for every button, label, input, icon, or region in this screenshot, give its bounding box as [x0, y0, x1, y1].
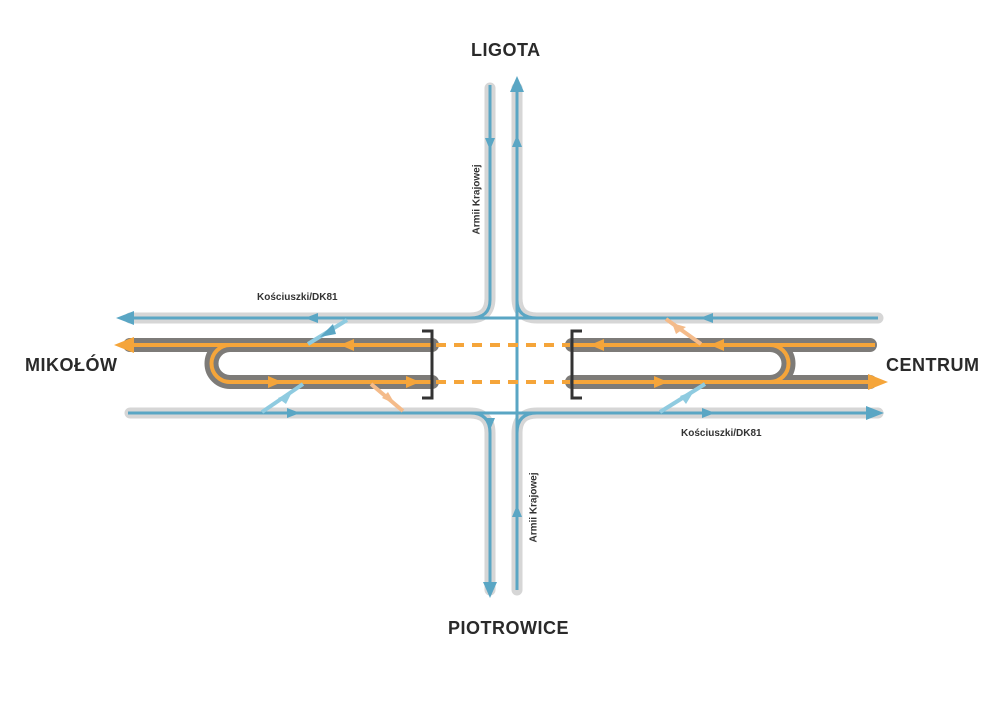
surface-roads: [128, 80, 878, 590]
tunnel-arrowheads: [114, 337, 888, 390]
arrow-south-end: [483, 582, 497, 598]
tunnel-portal-left: [422, 329, 434, 400]
arrow-east-end: [866, 406, 884, 420]
tunnel-uturn-left: [209, 343, 432, 384]
street-label-vertical-top: Armii Krajowej: [471, 164, 483, 235]
road-southbound-left: [469, 85, 492, 320]
ramp-arrowheads: [278, 323, 694, 404]
road-curve-bottom-right: [515, 411, 538, 434]
arrow-north-end: [510, 76, 524, 92]
ramp-right-upper: [664, 317, 703, 346]
label-mikolow: MIKOŁÓW: [25, 355, 118, 375]
street-label-top: Kościuszki/DK81: [257, 292, 338, 303]
surface-arrowheads: [116, 76, 884, 598]
arrow-west-end: [116, 311, 134, 325]
tunnel-bands: [123, 338, 877, 389]
street-label-vertical-bottom: Armii Krajowej: [528, 472, 540, 543]
road-curve-top-right: [515, 299, 538, 320]
tunnel-portal-right: [570, 329, 582, 400]
street-label-bottom: Kościuszki/DK81: [681, 428, 762, 439]
label-piotrowice: PIOTROWICE: [448, 618, 569, 638]
label-centrum: CENTRUM: [886, 355, 980, 375]
label-ligota: LIGOTA: [471, 40, 541, 60]
